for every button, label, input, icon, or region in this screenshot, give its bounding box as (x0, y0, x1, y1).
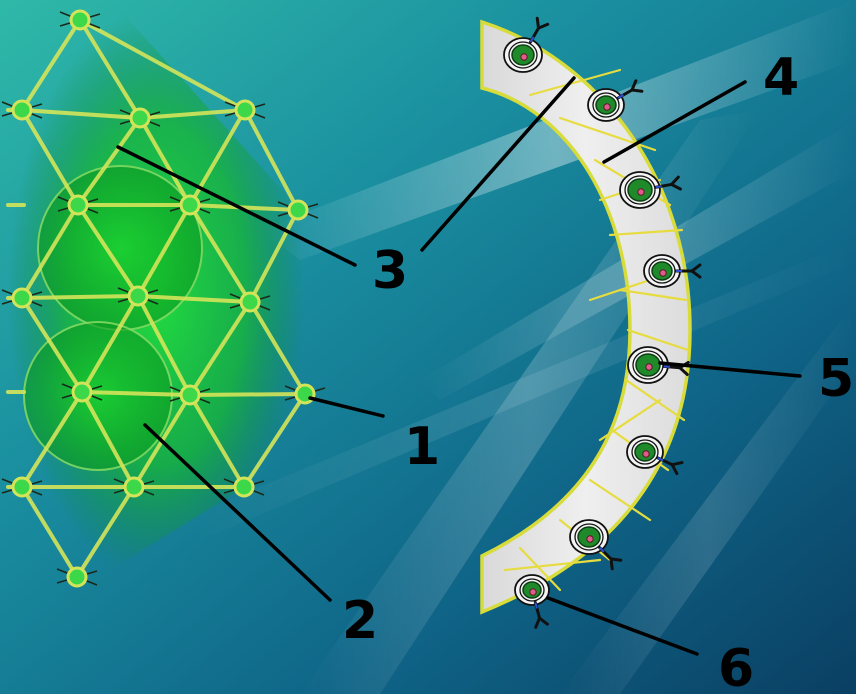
callout-label-4: 4 (763, 48, 799, 108)
callout-label-1: 1 (404, 417, 440, 477)
cell-sphere-upper (38, 166, 202, 330)
callout-label-3: 3 (372, 241, 408, 301)
callout-label-6: 6 (718, 639, 754, 694)
callout-label-5: 5 (818, 349, 854, 409)
lattice-strut (190, 394, 305, 395)
callout-label-2: 2 (342, 591, 378, 651)
lattice-strut (22, 296, 138, 298)
